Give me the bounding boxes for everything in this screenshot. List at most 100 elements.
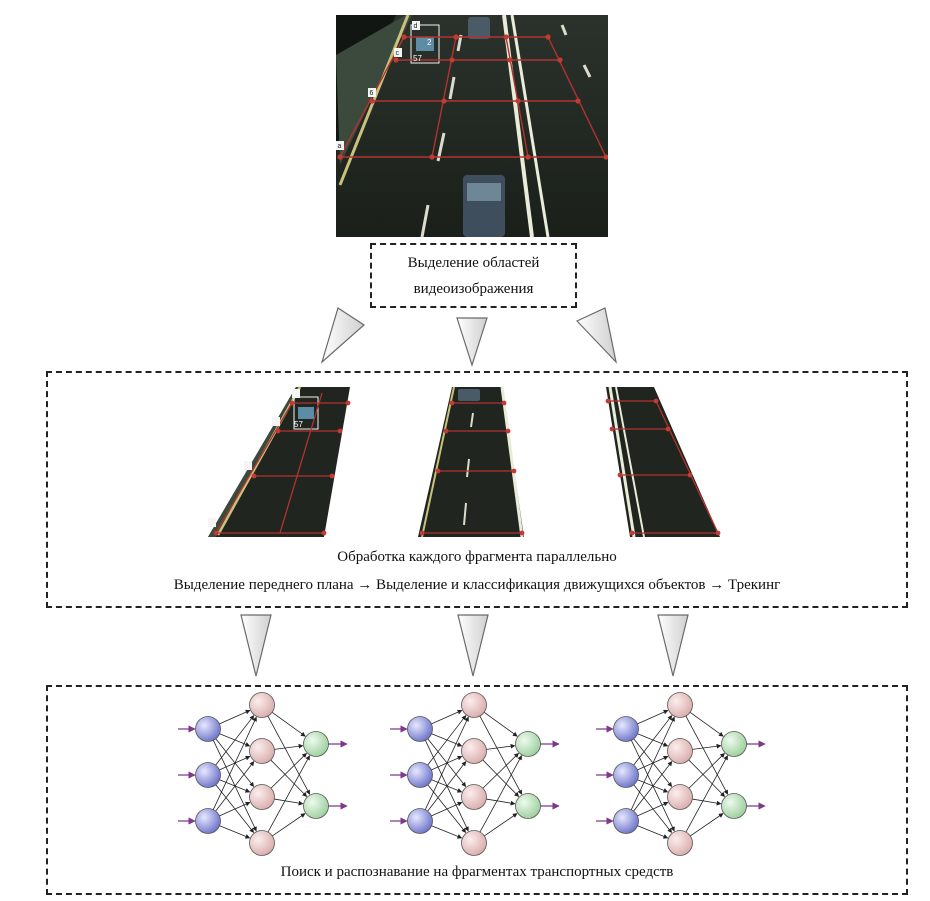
connection-line xyxy=(274,743,304,750)
connection-line xyxy=(215,738,255,788)
output-neuron xyxy=(303,793,329,819)
hidden-neuron xyxy=(667,784,693,810)
connection-line xyxy=(483,711,518,737)
connection-line xyxy=(427,715,467,766)
connection-line xyxy=(215,715,255,766)
fragment-detection-id: 57 xyxy=(294,420,303,429)
fragment-processing-block: 57 xyxy=(46,371,908,608)
connection-line xyxy=(427,784,467,834)
output-neuron xyxy=(721,731,747,757)
connection-line xyxy=(637,733,669,747)
output-neuron xyxy=(515,731,541,757)
connection-line xyxy=(688,759,726,797)
recognition-caption: Поиск и распознавание на фрагментах тран… xyxy=(280,864,674,880)
hidden-neuron xyxy=(249,830,275,856)
connection-line xyxy=(688,752,725,789)
zone-label-d: d xyxy=(414,23,418,30)
input-neuron xyxy=(195,762,221,788)
output-neuron xyxy=(721,793,747,819)
connection-line xyxy=(272,813,306,837)
arrow-to-network-2 xyxy=(457,614,489,677)
connection-line xyxy=(482,752,519,789)
connection-line xyxy=(484,813,518,837)
connection-line xyxy=(267,755,310,833)
connection-line xyxy=(685,755,728,833)
connection-line xyxy=(637,801,669,817)
connection-line xyxy=(486,798,516,806)
zone-label-a: a xyxy=(338,143,342,150)
hidden-neuron xyxy=(667,692,693,718)
connection-line xyxy=(431,709,463,725)
connection-line xyxy=(219,825,251,839)
zone-label-c: c xyxy=(396,50,400,57)
connection-line xyxy=(431,825,463,839)
video-frame: a 6 c d 2 57 xyxy=(336,15,608,237)
output-neuron xyxy=(303,731,329,757)
hidden-neuron xyxy=(667,738,693,764)
connection-line xyxy=(479,755,522,833)
connection-line xyxy=(424,716,469,810)
connection-line xyxy=(270,759,308,797)
input-neuron xyxy=(613,716,639,742)
connection-line xyxy=(427,761,467,812)
detection-id: 57 xyxy=(413,54,422,63)
connection-line xyxy=(633,715,673,766)
connection-line xyxy=(219,801,251,817)
road-fragment-2 xyxy=(418,386,525,538)
connection-line xyxy=(212,716,257,810)
connection-line xyxy=(486,743,516,750)
input-neuron xyxy=(407,808,433,834)
arrow-down-left xyxy=(320,307,365,364)
connection-line xyxy=(685,715,729,795)
hidden-neuron xyxy=(461,784,487,810)
connection-line xyxy=(637,779,669,793)
connection-line xyxy=(219,709,251,725)
connection-line xyxy=(637,825,669,839)
input-neuron xyxy=(613,762,639,788)
hidden-neuron xyxy=(461,830,487,856)
neural-networks xyxy=(178,692,766,856)
connection-line xyxy=(267,715,311,795)
connection-line xyxy=(431,801,463,817)
hidden-neuron xyxy=(461,738,487,764)
input-neuron xyxy=(613,808,639,834)
hidden-neuron xyxy=(249,692,275,718)
connection-line xyxy=(270,752,307,789)
connection-line xyxy=(689,711,724,737)
output-neuron xyxy=(515,793,541,819)
connection-line xyxy=(482,759,520,797)
connection-line xyxy=(692,743,722,750)
vehicle-recognition-block: Поиск и распознавание на фрагментах тран… xyxy=(46,685,908,895)
connection-line xyxy=(690,813,724,837)
connection-line xyxy=(630,716,675,810)
connection-line xyxy=(271,711,306,737)
processing-caption-line2: Выделение переднего плана → Выделение и … xyxy=(173,577,781,593)
zone-label-b: 6 xyxy=(370,90,374,97)
connection-line xyxy=(633,761,673,812)
road-fragments: 57 xyxy=(208,386,721,538)
region-selection-line1: Выделение областей xyxy=(407,254,540,271)
connection-line xyxy=(633,738,673,788)
input-neuron xyxy=(407,762,433,788)
hidden-neuron xyxy=(667,830,693,856)
connection-line xyxy=(215,784,255,834)
video-frame-image: a 6 c d 2 57 xyxy=(336,15,608,237)
connection-line xyxy=(215,761,255,812)
connection-line xyxy=(637,709,669,725)
connection-line xyxy=(633,784,673,834)
input-neuron xyxy=(195,808,221,834)
input-neuron xyxy=(407,716,433,742)
connection-line xyxy=(274,798,304,806)
connection-line xyxy=(431,733,463,747)
connection-line xyxy=(219,779,251,793)
input-neuron xyxy=(195,716,221,742)
connection-line xyxy=(431,779,463,793)
arrow-to-network-1 xyxy=(240,614,272,677)
hidden-neuron xyxy=(461,692,487,718)
detection-mark: 2 xyxy=(427,38,432,47)
hidden-neuron xyxy=(249,738,275,764)
connection-line xyxy=(219,733,251,747)
processing-caption-line1: Обработка каждого фрагмента параллельно xyxy=(337,549,617,565)
region-selection-line2: видеоизображения xyxy=(413,280,534,297)
